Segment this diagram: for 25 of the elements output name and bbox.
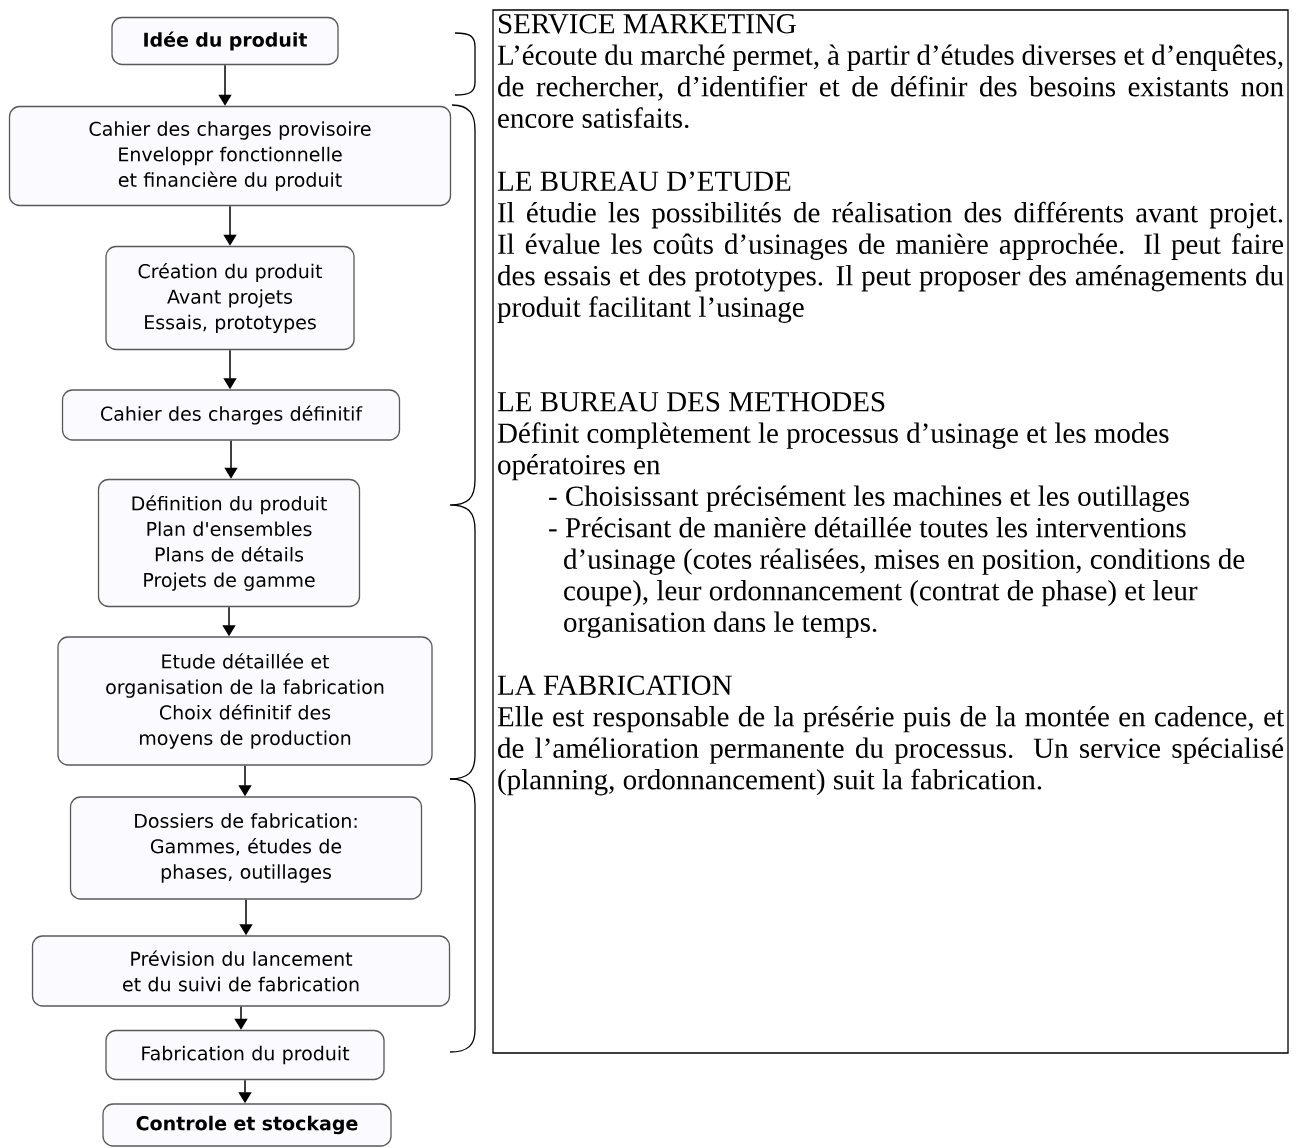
arrow: [234, 1005, 248, 1030]
heading: SERVICE MARKETING: [498, 14, 796, 34]
process-box: Fabrication du produit: [105, 1029, 385, 1081]
end-box: Controle et stockage: [102, 1103, 392, 1147]
list-item: - Précisant de manière détaillée toutes les interventions d’usinage (cotes réalisées, mises en position, conditions de coupe), leur ordonnancement (contrat de phase) et leur organisation dans le temps.: [549, 517, 1245, 638]
paragraph: Elle est responsable de la présérie puis de la montée en cadence, et de l’amélioration permanente du processus. Un service spécialisé (planning, ordonnancement) suit la fabrication.: [497, 706, 1284, 796]
arrow: [224, 439, 238, 479]
arrow: [223, 205, 237, 246]
paragraph: L’écoute du marché permet, à partir d’études diverses et d’enquêtes, de rechercher, d’identifier et de définir des besoins existants non encore satisfaits.: [497, 44, 1284, 129]
process-box: Prévision du lancement et du suivi de fabrication: [31, 935, 451, 1007]
process-box: Cahier des charges définitif: [61, 389, 401, 441]
paragraph: Définit complètement le processus d’usinage et les modes opératoires en: [497, 422, 1169, 481]
process-box: Création du produit Avant projets Essais, prototypes: [105, 245, 355, 351]
heading: LE BUREAU DES METHODES: [497, 392, 885, 412]
paragraph: Il étudie les possibilités de réalisation des différents avant projet. Il évalue les coûts d’usinages de manière approchée. Il peut faire des essais et des prototypes. Il peut proposer des aménagements du produit facilitant l’usinage: [497, 201, 1284, 323]
start-box: Idée du produit: [111, 16, 339, 66]
process-box: Cahier des charges provisoire Enveloppr fonctionnelle et financière du produit: [8, 105, 452, 207]
arrow: [218, 64, 232, 106]
heading: LE BUREAU D’ETUDE: [497, 171, 791, 191]
heading: LA FABRICATION: [497, 675, 732, 695]
process-box: Dossiers de fabrication: Gammes, études de phases, outillages: [69, 796, 423, 900]
text-panel: [492, 9, 1289, 1054]
process-box: Etude détaillée et organisation de la fabrication Choix définitif des moyens de production: [57, 636, 433, 766]
process-box: Définition du produit Plan d'ensembles Plans de détails Projets de gamme: [97, 478, 361, 608]
list-item: - Choisissant précisément les machines et les outillages: [549, 485, 1189, 512]
